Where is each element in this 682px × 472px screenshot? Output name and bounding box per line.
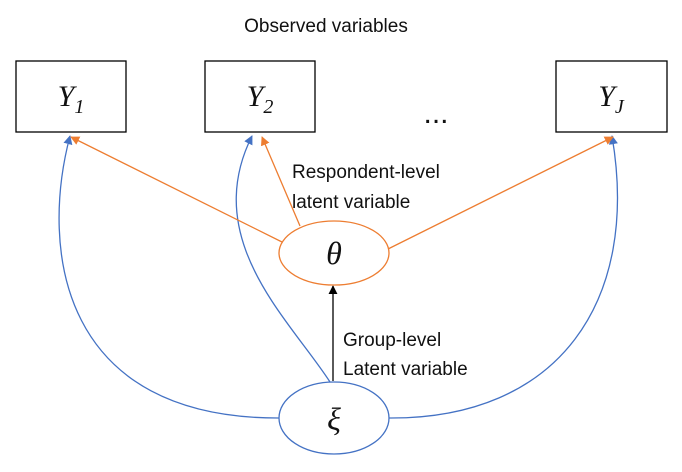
yj-subscript: J [615, 96, 625, 118]
xi-node: ξ [278, 381, 390, 455]
group-label-line1: Group-level [343, 330, 441, 351]
respondent-label-line1: Respondent-level [292, 162, 440, 183]
xi-symbol: ξ [327, 401, 341, 437]
observed-box-y2: Y2 [204, 60, 316, 133]
theta-to-yj-arrow [385, 136, 614, 251]
y2-subscript: 2 [263, 96, 273, 118]
xi-to-y2-path [235, 135, 331, 383]
group-label-line2: Latent variable [343, 359, 468, 380]
diagram-title: Observed variables [244, 16, 408, 37]
theta-node: θ [278, 220, 390, 286]
svg-text:YJ: YJ [598, 80, 625, 118]
xi-to-y1-path [58, 135, 283, 419]
theta-to-y1-arrow [70, 136, 285, 244]
y1-subscript: 1 [74, 96, 84, 118]
yj-symbol: Y [598, 80, 618, 113]
svg-text:Y2: Y2 [247, 80, 274, 118]
y2-symbol: Y [247, 80, 267, 113]
theta-symbol: θ [326, 235, 342, 271]
theta-to-y2-arrow [261, 136, 301, 227]
observed-box-yj: YJ [555, 60, 668, 133]
ellipsis: ... [423, 97, 448, 130]
svg-text:Y1: Y1 [58, 80, 85, 118]
xi-to-yj-path [386, 135, 619, 419]
respondent-label-line2: latent variable [292, 192, 410, 213]
observed-box-y1: Y1 [15, 60, 127, 133]
y1-symbol: Y [58, 80, 78, 113]
